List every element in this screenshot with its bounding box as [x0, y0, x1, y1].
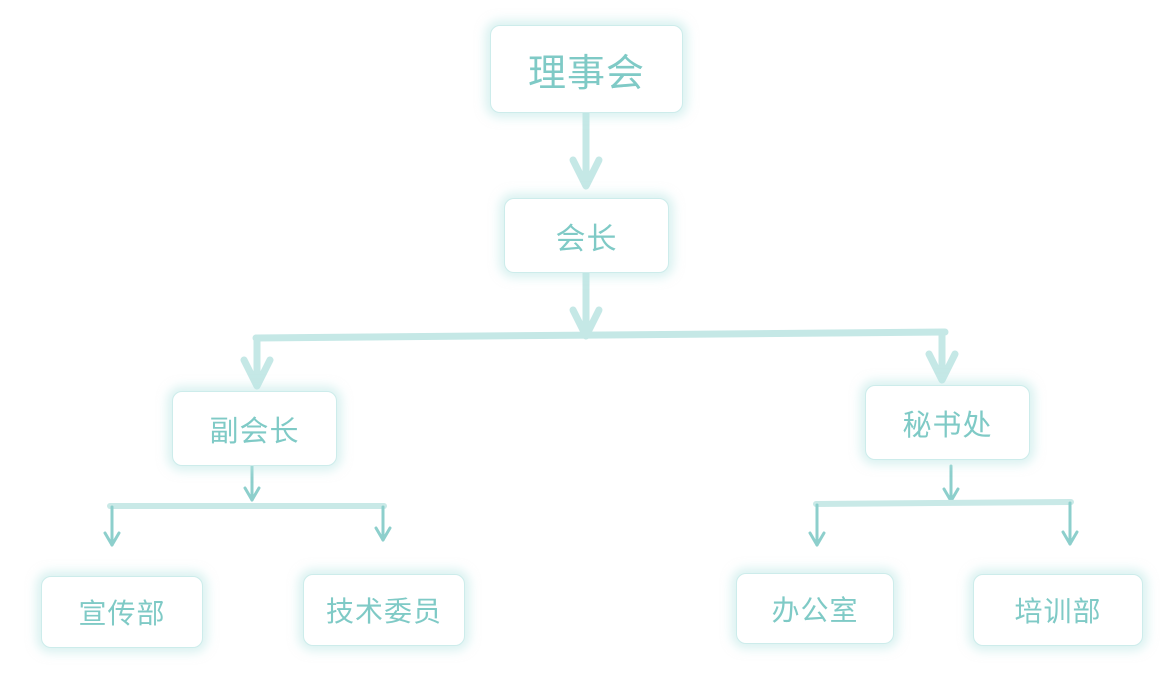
- arrow-vice-president-to-bar: [243, 464, 261, 502]
- secretariat-branch-bar: [813, 499, 1074, 507]
- publicity-dept-node: 宣传部: [41, 576, 203, 648]
- president-node: 会长: [504, 198, 669, 273]
- arrow-bar-to-secretariat: [925, 328, 959, 384]
- training-dept-node: 培训部: [973, 574, 1143, 646]
- secretariat-node: 秘书处: [865, 385, 1030, 460]
- office-node: 办公室: [736, 573, 894, 644]
- main-branch-bar: [252, 328, 949, 342]
- tech-committee-node: 技术委员: [303, 574, 465, 646]
- arrow-bar-to-vice-president: [240, 334, 274, 390]
- arrow-secretariat-to-bar: [942, 464, 960, 503]
- board-node: 理事会: [490, 25, 683, 113]
- arrow-to-tech-committee: [374, 505, 392, 542]
- arrow-to-office: [808, 503, 826, 547]
- arrow-to-training-dept: [1061, 501, 1079, 546]
- vice-president-node: 副会长: [172, 391, 337, 466]
- arrow-president-to-bar: [569, 269, 603, 340]
- arrow-to-publicity-dept: [103, 505, 121, 547]
- arrow-board-to-president: [569, 109, 603, 190]
